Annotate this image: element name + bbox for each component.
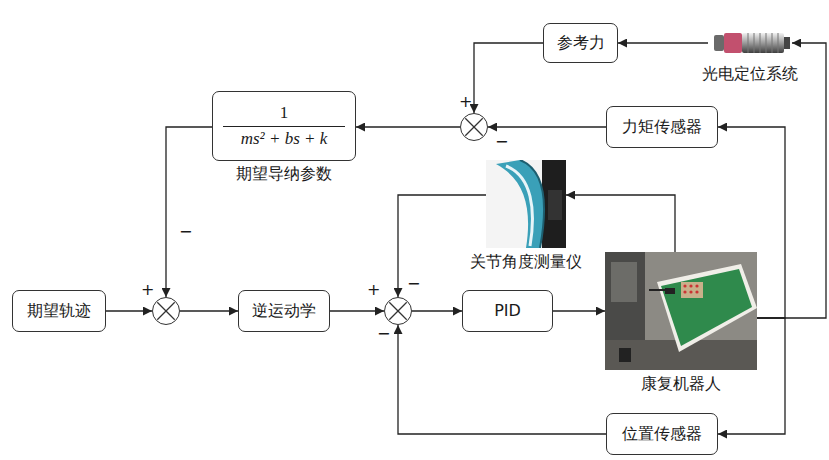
figure-caption: 关节角度测量仪 xyxy=(470,252,582,271)
signal-arrow xyxy=(412,310,462,311)
denominator: ms² + bs + k xyxy=(241,129,328,149)
signal-arrow xyxy=(566,195,675,252)
box-label: 参考力 xyxy=(557,33,605,52)
sign-label: − xyxy=(377,326,390,342)
box-label: 逆运动学 xyxy=(252,301,316,320)
summing-cross xyxy=(461,114,487,140)
signal-arrow xyxy=(330,310,384,311)
signal-arrow xyxy=(180,310,238,311)
summing-cross xyxy=(153,298,179,324)
signal-arrow xyxy=(398,195,486,297)
rehab-robot-picture xyxy=(605,252,757,370)
numerator: 1 xyxy=(280,103,289,123)
sign-label: + xyxy=(459,94,472,110)
signal-arrow xyxy=(474,43,543,113)
sign-label: + xyxy=(141,282,154,298)
box-label: 力矩传感器 xyxy=(622,117,702,136)
figure-caption: 光电定位系统 xyxy=(702,64,798,83)
box-caption: 期望导纳参数 xyxy=(236,164,332,183)
fraction-bar xyxy=(223,126,345,127)
sign-label: − xyxy=(407,276,420,292)
summing-junction: +−− xyxy=(384,297,412,325)
box-label: 期望轨迹 xyxy=(27,301,91,320)
sign-label: − xyxy=(495,134,508,150)
figure-caption: 康复机器人 xyxy=(641,374,721,393)
signal-arrow xyxy=(553,310,605,311)
transfer-function-box: 1ms² + bs + k期望导纳参数 xyxy=(212,91,356,161)
process-box: 力矩传感器 xyxy=(606,106,718,148)
process-box: 期望轨迹 xyxy=(12,290,106,332)
summing-cross xyxy=(385,298,411,324)
signal-arrow xyxy=(106,310,152,311)
process-box: 位置传感器 xyxy=(606,413,718,455)
box-label: 位置传感器 xyxy=(622,424,702,443)
summing-junction: +− xyxy=(460,113,488,141)
process-box: PID xyxy=(462,290,553,332)
device-figure: 关节角度测量仪 xyxy=(486,160,566,248)
box-label: PID xyxy=(494,301,521,320)
process-box: 参考力 xyxy=(543,23,618,63)
summing-junction: +− xyxy=(152,297,180,325)
robot-figure: 康复机器人 xyxy=(605,252,757,370)
signal-arrow xyxy=(356,126,460,127)
sensor-picture xyxy=(708,26,792,60)
signal-arrow xyxy=(757,43,826,318)
sign-label: − xyxy=(179,224,192,240)
arm-brace-picture xyxy=(486,160,566,248)
process-box: 逆运动学 xyxy=(238,290,330,332)
signal-arrow xyxy=(488,126,606,127)
sensor-figure: 光电定位系统 xyxy=(708,26,792,60)
signal-arrow xyxy=(618,42,708,43)
sign-label: + xyxy=(367,282,380,298)
signal-arrow xyxy=(398,325,606,434)
signal-arrow xyxy=(166,127,212,297)
